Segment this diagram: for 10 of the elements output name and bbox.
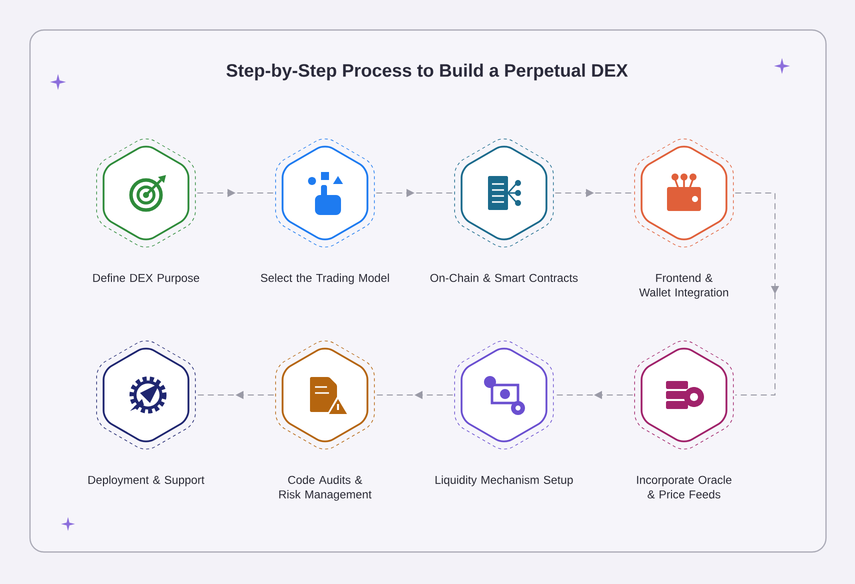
step-label: Incorporate Oracle & Price Feeds [637,476,732,498]
step-label: Code Audits & Risk Management [279,476,372,501]
step-label: Deployment & Support [88,476,204,486]
diagram-title: Step-by-Step Process to Build a Perpetual DEX [226,64,628,80]
step-label: Frontend & Wallet Integration [639,274,728,299]
step-label: On-Chain & Smart Contracts [430,274,578,282]
arrow [734,192,780,396]
step-label: Liquidity Mechanism Setup [436,476,573,486]
step-label: Select the Trading Model [260,274,389,284]
step-label: Define DEX Purpose [93,274,200,284]
